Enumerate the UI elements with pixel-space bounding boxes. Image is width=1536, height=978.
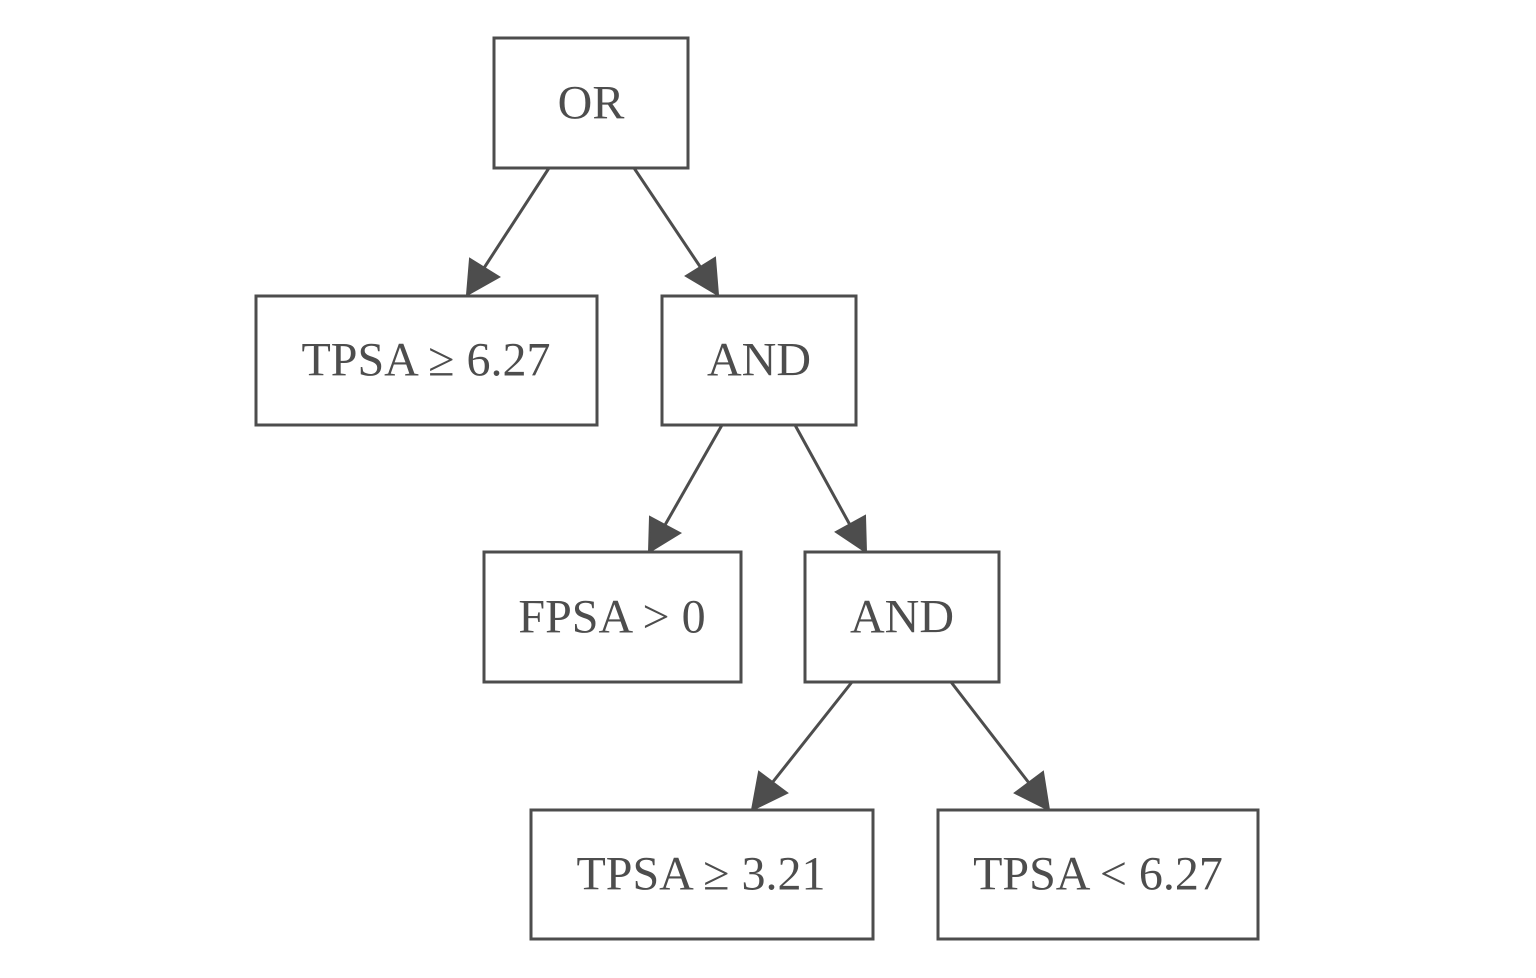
arrowhead-icon <box>1013 770 1051 812</box>
node-box <box>936 808 1260 941</box>
edge-and-1-to-and-2 <box>793 424 868 554</box>
node-box <box>803 550 1001 684</box>
node-box <box>529 808 875 941</box>
node-box <box>482 550 743 684</box>
edge-line <box>770 681 854 784</box>
edge-line <box>663 424 724 526</box>
arrowhead-icon <box>750 770 789 812</box>
node-box <box>492 36 690 170</box>
edge-line <box>482 167 551 269</box>
node-tpsa-ge-6-27: TPSA ≥ 6.27 <box>254 294 599 427</box>
edge-and-2-to-tpsa-ge-3-21 <box>750 681 854 812</box>
edge-and-1-to-fpsa-gt-0 <box>647 424 724 554</box>
node-tpsa-ge-3-21: TPSA ≥ 3.21 <box>529 808 875 941</box>
node-label-tpsa-ge-3-21: TPSA ≥ 3.21 <box>576 848 825 901</box>
edge-line <box>632 167 703 269</box>
node-label-and-1: AND <box>707 334 811 387</box>
node-label-tpsa-ge-6-27: TPSA ≥ 6.27 <box>301 334 550 387</box>
arrowhead-icon <box>465 257 501 297</box>
node-fpsa-gt-0: FPSA > 0 <box>482 550 743 684</box>
node-box <box>660 294 858 427</box>
arrowhead-icon <box>684 256 720 297</box>
edge-line <box>793 424 852 526</box>
arrowhead-icon <box>647 515 683 554</box>
node-label-fpsa-gt-0: FPSA > 0 <box>518 591 705 644</box>
node-label-or: OR <box>558 77 625 130</box>
node-or: OR <box>492 36 690 170</box>
edge-and-2-to-tpsa-lt-6-27 <box>949 681 1051 812</box>
node-and-1: AND <box>660 294 858 427</box>
arrowhead-icon <box>834 514 868 554</box>
edge-or-to-tpsa-ge-6-27 <box>465 167 551 297</box>
edge-or-to-and-1 <box>632 167 720 297</box>
node-label-tpsa-lt-6-27: TPSA < 6.27 <box>973 848 1223 901</box>
node-tpsa-lt-6-27: TPSA < 6.27 <box>936 808 1260 941</box>
node-label-and-2: AND <box>850 591 954 644</box>
edge-line <box>949 681 1031 784</box>
node-box <box>254 294 599 427</box>
node-and-2: AND <box>803 550 1001 684</box>
edges <box>465 167 1051 812</box>
